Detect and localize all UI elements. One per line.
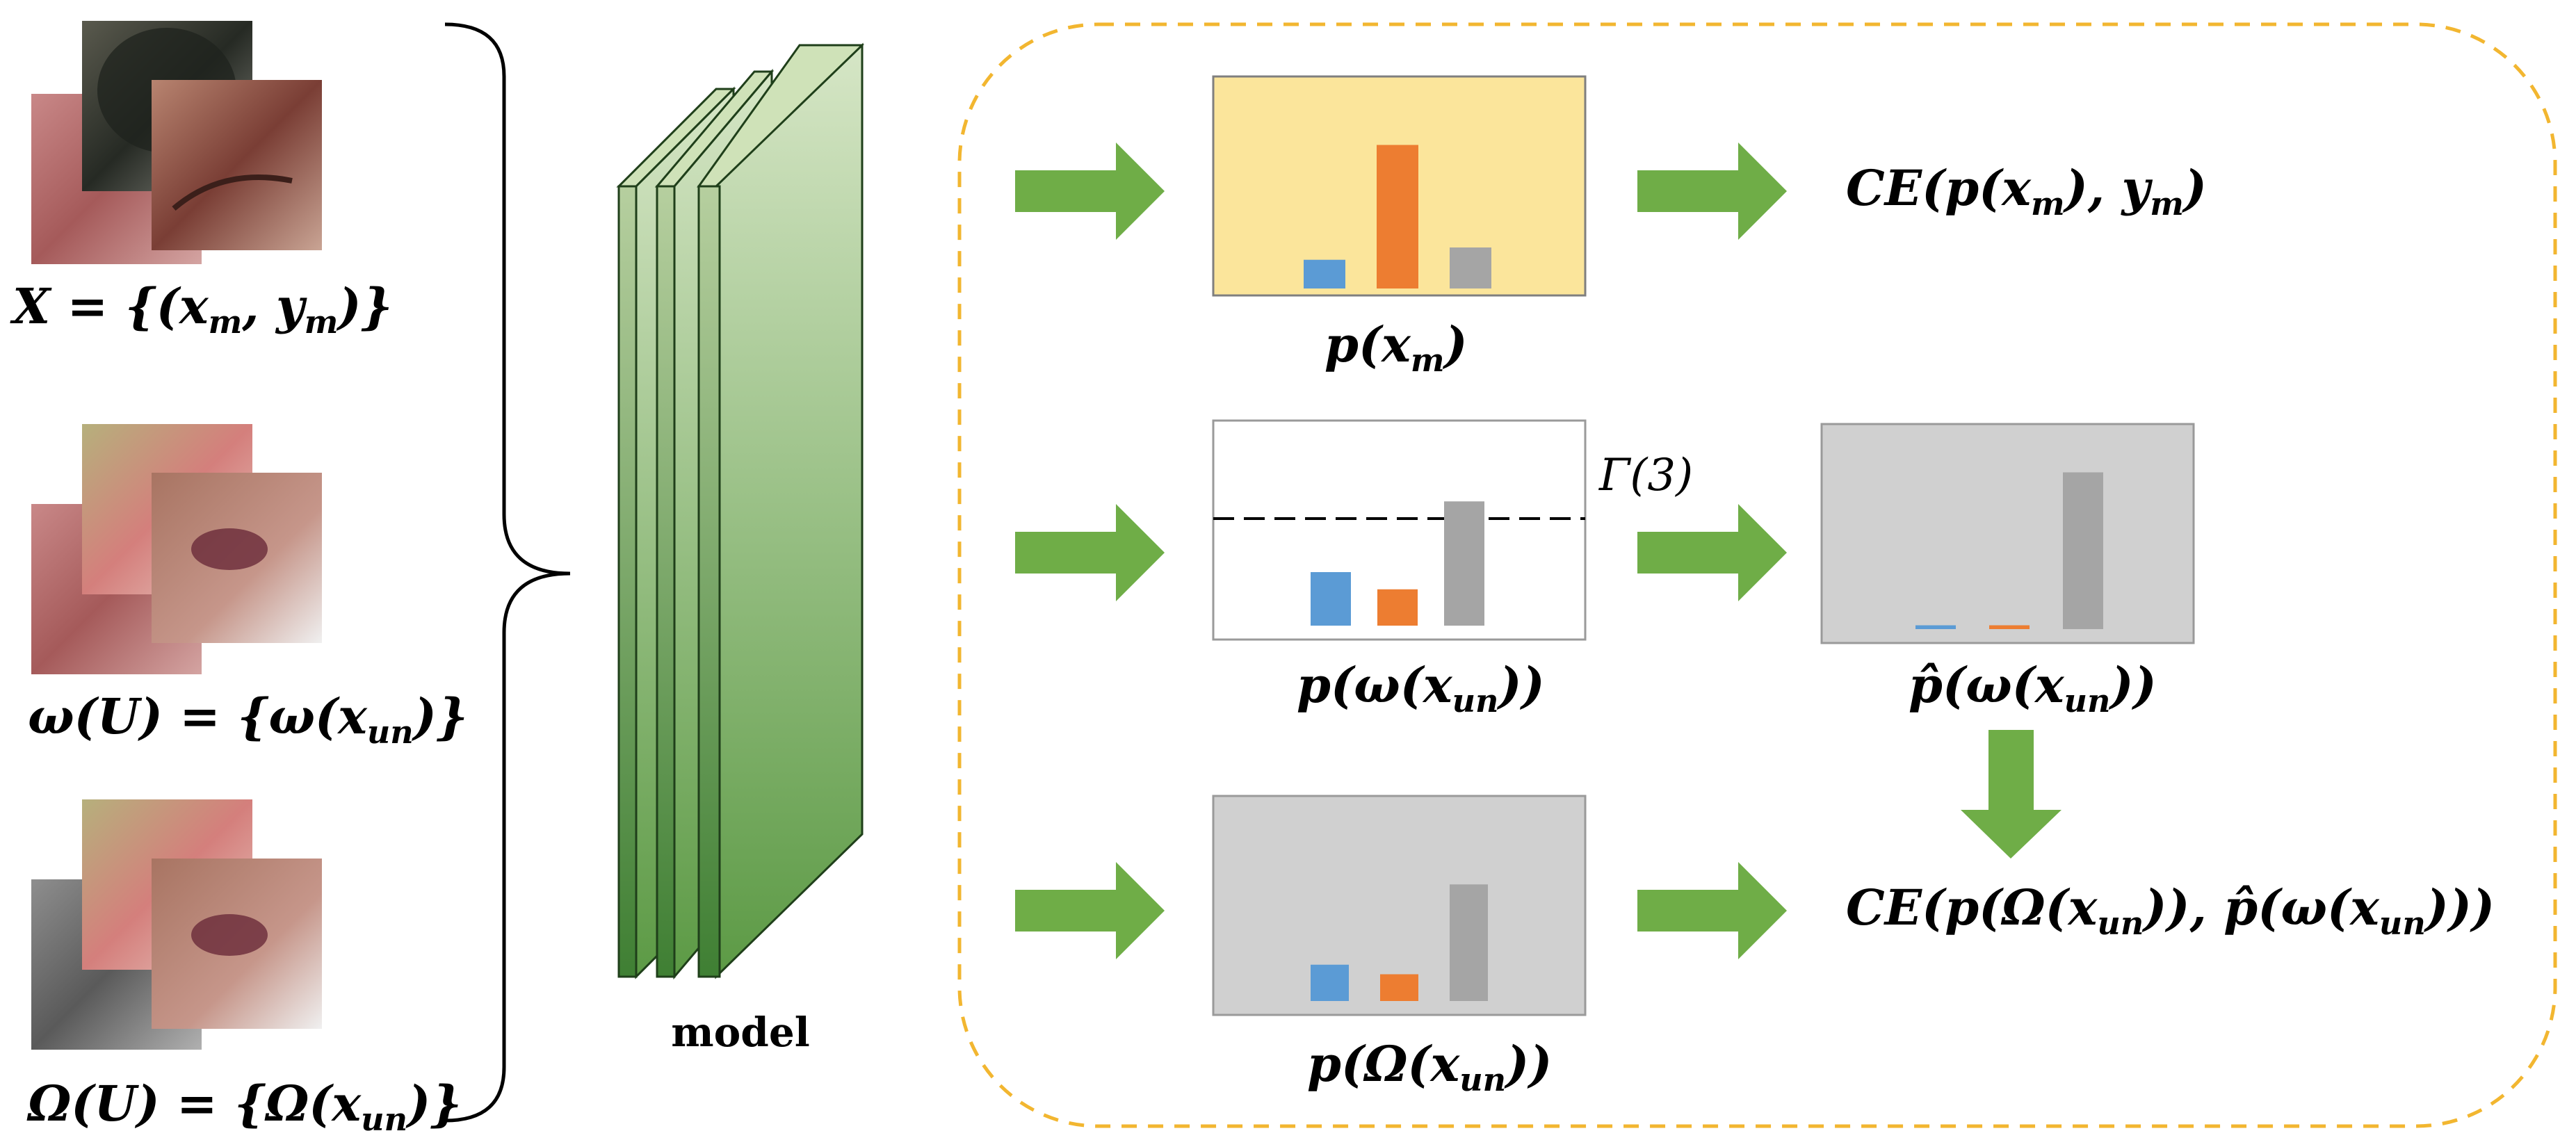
arrow-to-ce-unsup: [1637, 862, 1787, 959]
chart-1-bar-3: [1450, 247, 1491, 288]
arrow-to-p-xm: [1015, 143, 1165, 240]
weak-set-label: ω(U) = {ω(xun)}: [28, 688, 468, 751]
ce-supervised-label: CE(p(xm), ym): [1846, 159, 2207, 222]
label-p-xm: p(xm): [1325, 316, 1468, 379]
chart-3-bar-1: [1915, 625, 1956, 629]
threshold-label: Γ(3): [1598, 450, 1693, 501]
chart-4-bar-2: [1380, 974, 1418, 1001]
strong-set-label: Ω(U) = {Ω(xun)}: [26, 1075, 462, 1138]
labeled-image-stack: [31, 21, 322, 264]
ce-unsupervised-label: CE(p(Ω(xun)), p̂(ω(xun))): [1846, 879, 2495, 942]
arrow-down-to-ce-unsup: [1961, 730, 2061, 859]
arrow-to-p-hat: [1637, 504, 1787, 601]
weak-aug-image-stack: [31, 424, 322, 674]
chart-4-bar-1: [1311, 964, 1349, 1001]
chart-p-hat-frame: [1820, 423, 2195, 644]
label-p-hat-weak: p̂(ω(xun)): [1909, 656, 2157, 719]
chart-4-bar-3: [1450, 884, 1488, 1001]
arrow-to-p-strong: [1015, 862, 1165, 959]
chart-3-bar-3: [2063, 472, 2103, 629]
arrow-to-ce-supervised: [1637, 143, 1787, 240]
input-brace: [444, 22, 571, 1123]
strong-aug-image-stack: [31, 799, 322, 1050]
chart-bars: [1304, 145, 2103, 1001]
chart-3-bar-2: [1989, 625, 2030, 629]
model-label: model: [671, 1009, 810, 1056]
model-layer-3: [697, 42, 864, 979]
label-p-weak: p(ω(xun)): [1297, 656, 1545, 719]
labeled-set-label: X = {(xm, ym)}: [10, 277, 393, 341]
arrow-to-p-weak: [1015, 504, 1165, 601]
chart-2-bar-3: [1444, 501, 1484, 626]
chart-1-bar-1: [1304, 259, 1345, 288]
chart-2-bar-2: [1377, 589, 1418, 626]
label-p-strong: p(Ω(xun)): [1307, 1035, 1552, 1098]
chart-1-bar-2: [1377, 145, 1418, 288]
chart-2-bar-1: [1311, 572, 1351, 626]
labeled-image-front: [152, 80, 322, 250]
model-layers: [616, 42, 864, 980]
unsupervised-region-border: [957, 22, 2557, 1128]
